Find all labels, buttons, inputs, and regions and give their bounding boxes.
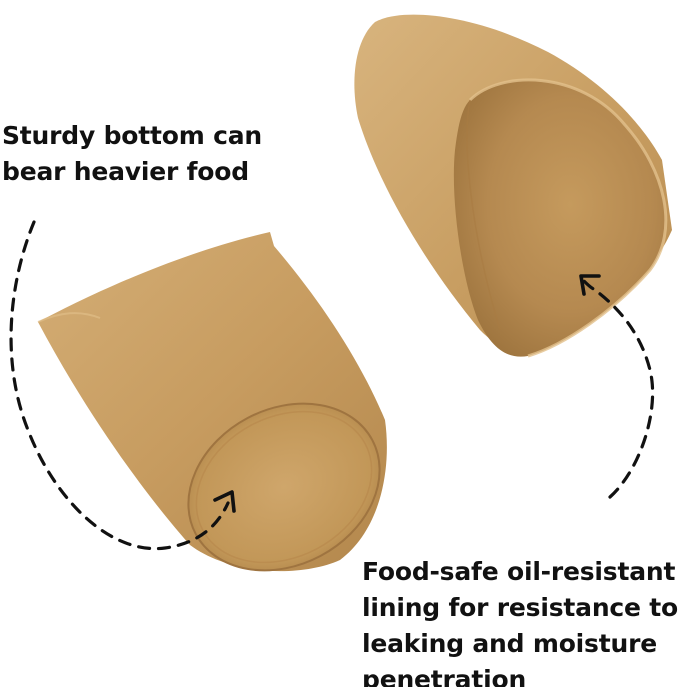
dashed-arrow-icon	[9, 220, 236, 551]
caption-line: penetration	[362, 665, 527, 687]
arrow-to-bottom-path	[9, 220, 230, 551]
left-cup-base-ring	[195, 410, 373, 564]
caption-line: bear heavier food	[2, 157, 249, 186]
caption-sturdy-bottom: Sturdy bottom can bear heavier food	[2, 118, 262, 190]
right-cup	[354, 14, 672, 358]
caption-line: Food-safe oil-resistant	[362, 557, 676, 586]
caption-lining: Food-safe oil-resistant lining for resis…	[362, 554, 678, 687]
right-cup-seam	[466, 99, 501, 331]
left-cup-base	[187, 402, 381, 572]
left-cup	[37, 232, 387, 572]
dashed-arrow-icon	[579, 274, 655, 499]
arrow-to-lining-path	[582, 279, 655, 499]
caption-line: lining for resistance to	[362, 593, 679, 622]
right-cup-rim	[468, 78, 668, 358]
arrow-to-lining-head	[579, 274, 601, 296]
arrow-to-bottom-head	[213, 490, 236, 513]
caption-line: Sturdy bottom can	[2, 121, 262, 150]
left-cup-lip	[37, 312, 101, 323]
right-cup-inside	[453, 79, 666, 357]
caption-line: leaking and moisture	[362, 629, 657, 658]
